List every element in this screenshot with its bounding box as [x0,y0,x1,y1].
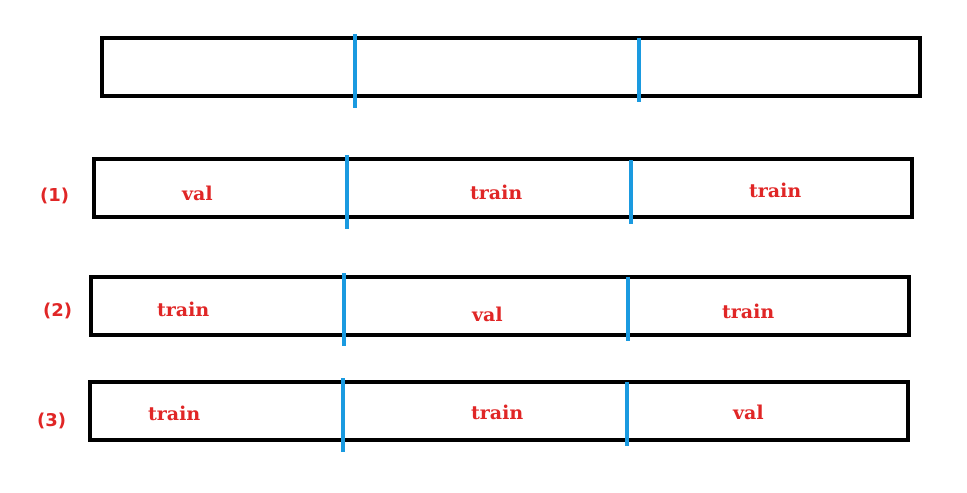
fold-label: train [470,182,523,204]
fold-divider [342,273,346,346]
fold-label: train [157,299,210,321]
fold-label: train [471,402,524,424]
fold-label: val [472,304,503,326]
split-bar-1 [92,157,914,219]
fold-label: val [182,183,213,205]
fold-divider [345,155,349,229]
fold-divider [637,38,641,102]
fold-label: val [733,402,764,424]
fold-label: train [749,180,802,202]
row-label-1: (1) [40,185,69,206]
fold-divider [341,378,345,452]
row-label-2: (2) [43,300,72,321]
split-bar-2 [89,275,911,337]
fold-divider [353,34,357,108]
fold-label: train [148,403,201,425]
fold-label: train [722,301,775,323]
dataset-bar [100,36,922,98]
fold-divider [626,277,630,341]
fold-divider [629,160,633,224]
row-label-3: (3) [37,410,66,431]
split-bar-3 [88,380,910,442]
fold-divider [625,382,629,446]
